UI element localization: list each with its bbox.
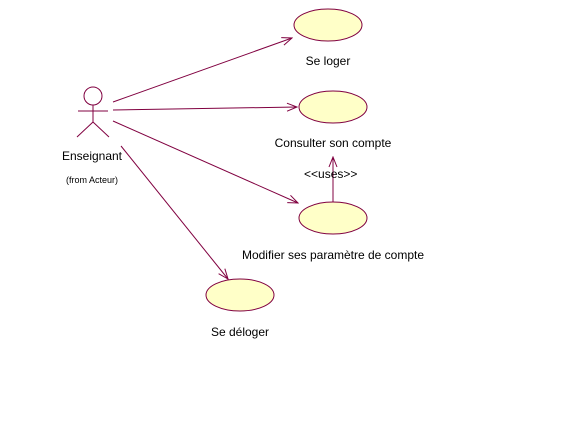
usecase-label: Se déloger [211,325,269,339]
usecase-label: Se loger [306,54,351,68]
usecase-label: Consulter son compte [275,136,392,150]
usecase-ellipse [205,278,275,312]
usecase-label: Modifier ses paramètre de compte [242,248,424,262]
association-se-deloger [120,145,228,279]
usecase-modifier-parametres[interactable]: Modifier ses paramètre de compte [242,201,424,262]
actor-head-icon [83,86,103,106]
usecase-se-deloger[interactable]: Se déloger [205,278,275,339]
usecase-consulter-son-compte[interactable]: Consulter son compte [275,90,392,150]
actor-enseignant[interactable]: Enseignant (from Acteur) [62,86,123,185]
actor-package-label: (from Acteur) [66,175,118,185]
usecase-ellipse [298,90,368,124]
association-consulter-son-compte [112,107,297,110]
usecase-ellipse [293,8,363,42]
association-se-loger [112,38,292,103]
usecase-se-loger[interactable]: Se loger [293,8,363,68]
usecase-ellipse [298,201,368,235]
actor-right-leg-icon [92,121,110,138]
uses-stereotype-label: <<uses>> [304,167,357,181]
actor-left-leg-icon [76,121,94,138]
actor-name-label: Enseignant [62,149,123,163]
association-modifier-parametres [112,120,298,203]
